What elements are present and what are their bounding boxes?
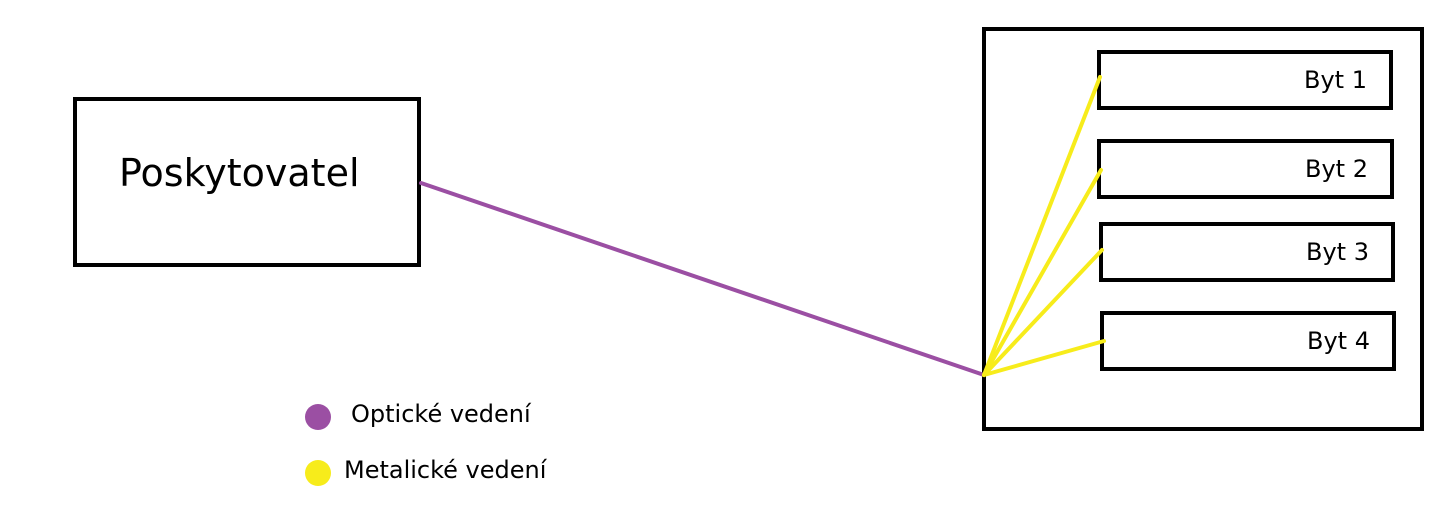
optical-dot-icon	[305, 404, 331, 430]
flat-label-2: Byt 2	[1305, 155, 1368, 183]
legend-label-optical: Optické vedení	[351, 400, 531, 428]
provider-label: Poskytovatel	[119, 151, 360, 195]
flat-box-3: Byt 3	[1099, 222, 1395, 282]
legend-item-optical: Optické vedení	[305, 398, 565, 438]
flat-label-3: Byt 3	[1306, 238, 1369, 266]
metallic-dot-icon	[305, 460, 331, 486]
flat-label-1: Byt 1	[1304, 66, 1367, 94]
optical-line	[419, 181, 986, 377]
flat-box-4: Byt 4	[1100, 311, 1396, 371]
flat-label-4: Byt 4	[1307, 327, 1370, 355]
flat-box-1: Byt 1	[1097, 50, 1393, 110]
legend-label-metallic: Metalické vedení	[344, 456, 547, 484]
provider-box: Poskytovatel	[73, 97, 421, 267]
flat-box-2: Byt 2	[1097, 139, 1394, 199]
legend-item-metallic: Metalické vedení	[305, 454, 585, 494]
